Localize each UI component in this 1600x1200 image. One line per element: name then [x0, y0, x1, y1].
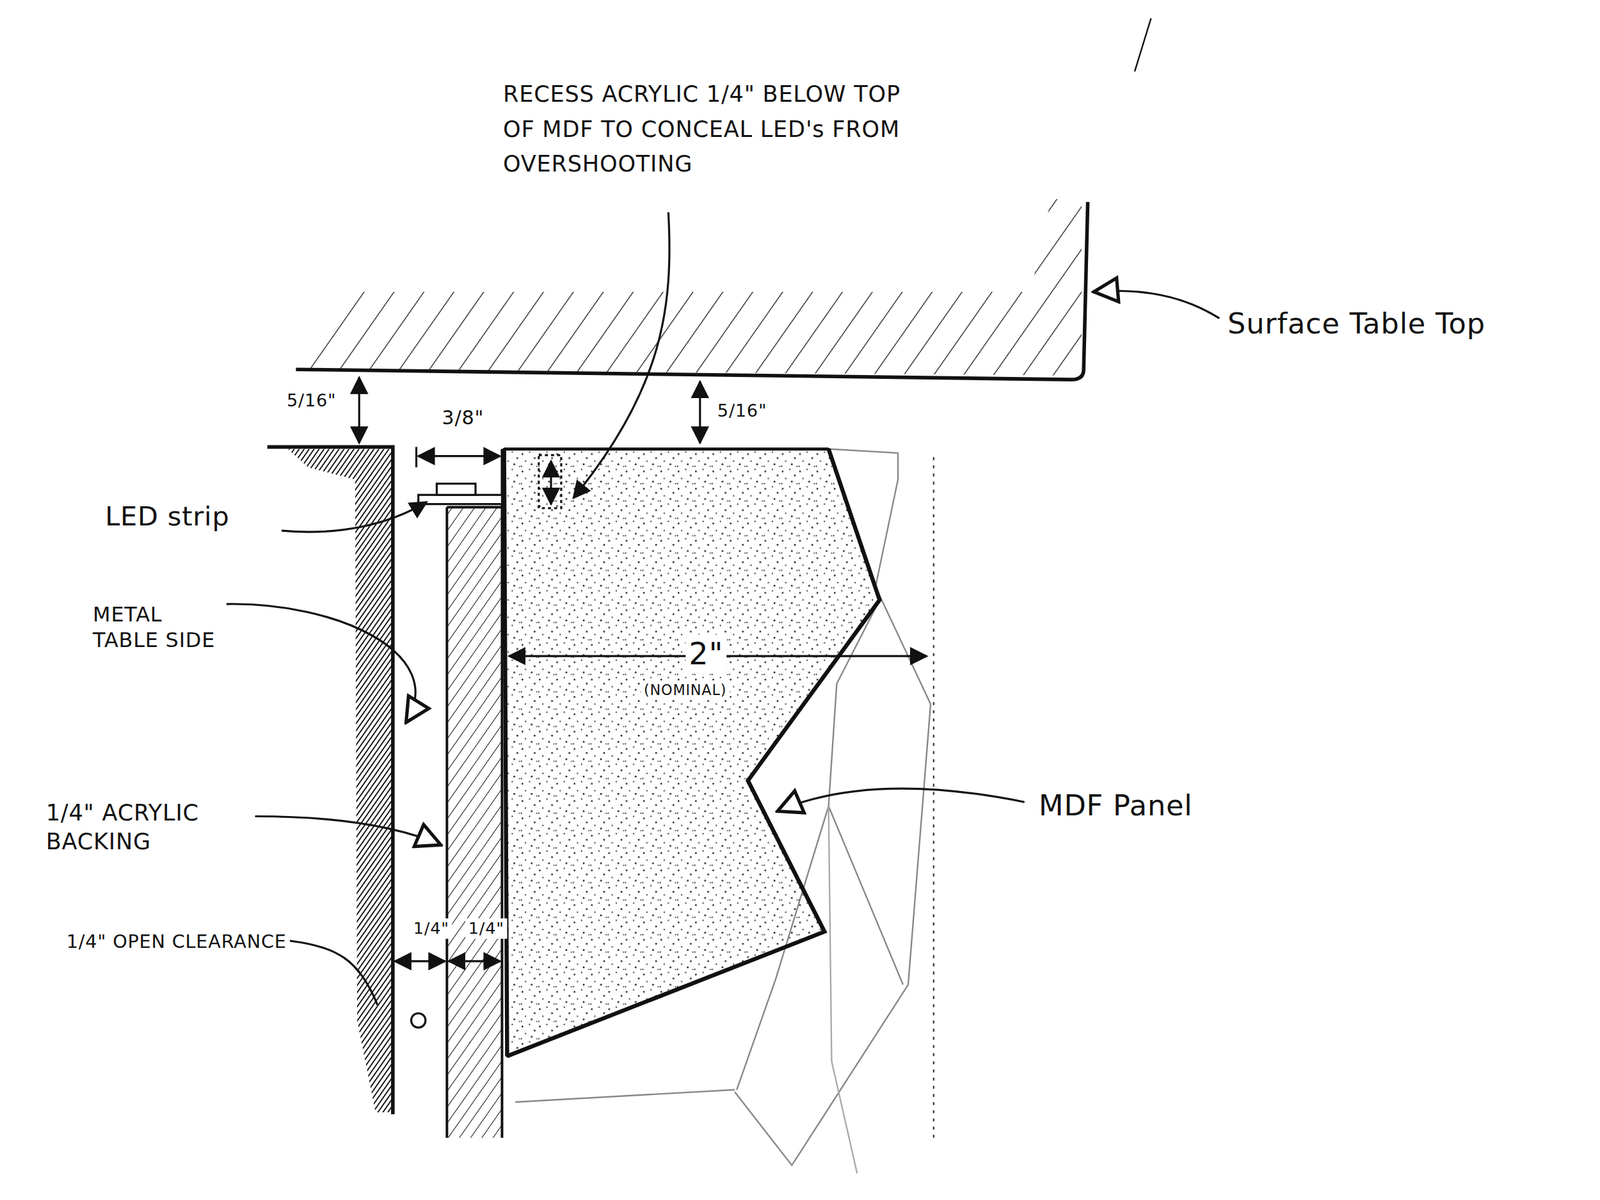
dimension-lines: [359, 377, 927, 962]
dimension: 5/16": [283, 389, 340, 412]
dimension: 1/4": [465, 918, 508, 939]
part-label: Surface Table Top: [1224, 305, 1488, 342]
metal-table-side: [267, 446, 393, 1115]
recess-dimension: [538, 455, 562, 509]
pen-mark: [1134, 18, 1152, 72]
recess-note: RECESS ACRYLIC 1/4" BELOW TOP OF MDF TO …: [499, 77, 914, 182]
dimension: 3/8": [439, 406, 488, 431]
dimension: 1/4": [410, 918, 453, 939]
dimension: 2": [685, 634, 727, 674]
part-label: 1/4" OPEN CLEARANCE: [63, 930, 290, 954]
table-top: [295, 199, 1088, 380]
part-label: LED strip: [101, 499, 233, 534]
part-label: METAL TABLE SIDE: [89, 602, 224, 654]
part-label: 1/4" ACRYLIC BACKING: [42, 798, 228, 856]
leader-lines: [226, 212, 1220, 1006]
dimension: 5/16": [714, 400, 770, 422]
acrylic-backing: [446, 449, 502, 1138]
part-label: MDF Panel: [1035, 787, 1196, 824]
led-strip: [418, 483, 503, 505]
mdf-panel: [504, 449, 880, 1057]
clearance-marker: [411, 1013, 426, 1028]
dimension-note: (NOMINAL): [640, 681, 730, 700]
